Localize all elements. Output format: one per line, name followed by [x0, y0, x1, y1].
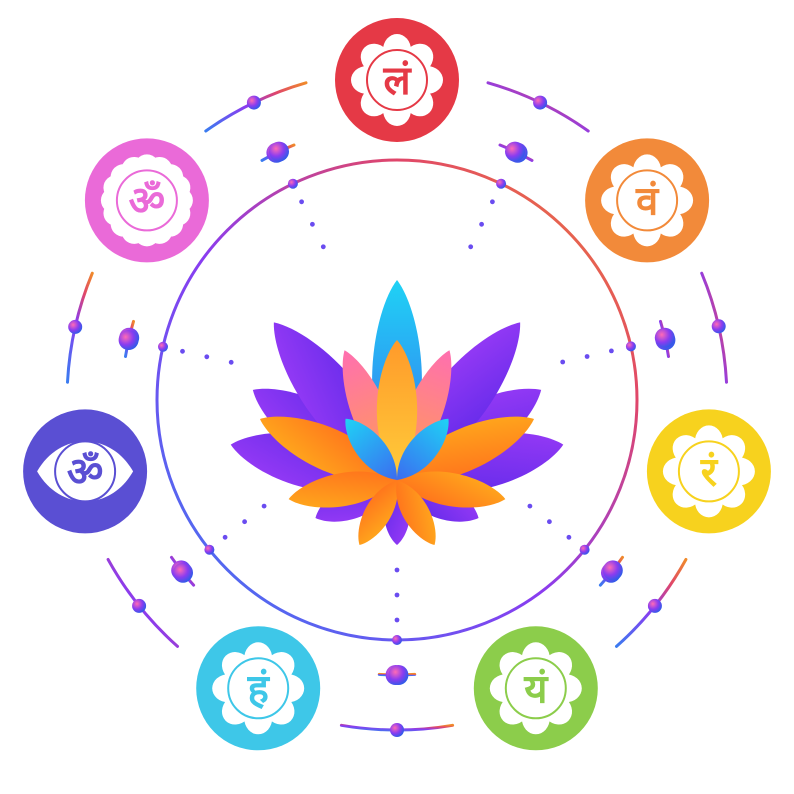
orbit-bead [392, 635, 402, 645]
chakra-inner-circle [677, 440, 740, 503]
chakra-glyph: रं [700, 449, 719, 495]
orbit-bead [173, 562, 193, 583]
chakra-sacral: वं [585, 138, 710, 263]
guide-dot [584, 354, 590, 359]
guide-dot [228, 359, 234, 365]
guide-dot [490, 199, 495, 205]
orbit-bead [496, 178, 507, 189]
chakra-root: लं [335, 18, 459, 142]
orbit-bead [68, 319, 83, 334]
orbit-bead [390, 723, 404, 737]
orbit-bead [711, 319, 726, 334]
orbit-bead [118, 330, 139, 350]
chakra-throat: हं [196, 626, 321, 751]
lotus-petal-orange [259, 416, 397, 482]
orbit-bead [533, 95, 548, 110]
orbit-bead [287, 178, 298, 189]
orbit-bead [579, 544, 590, 555]
chakra-third-eye: ॐ [23, 409, 148, 534]
orbit-bead [505, 141, 525, 162]
chakra-glyph: वं [635, 178, 660, 224]
guide-dot [547, 519, 552, 525]
guide-dot [527, 503, 533, 509]
chakra-crown: ॐ [84, 138, 209, 263]
lotus-petal-bottom [358, 480, 398, 545]
chakra-symbols: लं वं रं यं हं ॐ ॐ [23, 18, 771, 751]
orbit-bead [654, 327, 675, 348]
lotus-petal-front [396, 418, 449, 480]
chakra-heart: यं [473, 626, 598, 751]
lotus-petal-orange [288, 471, 397, 508]
guide-dot [394, 567, 400, 573]
chakra-inner-circle [616, 169, 679, 232]
lotus-flower [230, 280, 564, 545]
guide-dot [566, 534, 572, 540]
orbit-bead [625, 341, 636, 352]
guide-dot [320, 244, 326, 250]
guide-dots [180, 199, 614, 623]
guide-dot [180, 348, 185, 354]
chakra-glyph: ॐ [129, 178, 165, 224]
chakra-inner-circle [227, 657, 290, 720]
chakra-inner-circle [366, 49, 428, 111]
chakra-glyph: यं [523, 666, 549, 712]
guide-dot [394, 592, 400, 598]
guide-dot [310, 221, 315, 227]
lotus-petal-front [345, 418, 398, 480]
chakra-glyph: लं [382, 58, 412, 104]
orbit-bead [269, 141, 289, 162]
guide-dot [394, 617, 400, 623]
chakra-inner-circle [504, 657, 567, 720]
guide-dot [299, 199, 304, 205]
lotus-petal-orange [397, 471, 506, 508]
orbit-bead [132, 598, 147, 613]
chakra-glyph: ॐ [67, 449, 103, 495]
guide-dot [609, 348, 614, 354]
lotus-petal-bottom [396, 480, 436, 545]
guide-dot [242, 519, 248, 525]
orbit-bead [204, 544, 215, 555]
chakra-solar-plexus: रं [646, 409, 771, 534]
chakra-glyph: हं [247, 666, 271, 712]
orbit-bead [602, 560, 623, 581]
orbit-bead [158, 341, 168, 352]
guide-dot [479, 221, 484, 227]
chakra-inner-circle [115, 169, 178, 232]
guide-dot [222, 534, 228, 540]
guide-dot [261, 503, 267, 509]
lotus-petal-orange [397, 416, 535, 482]
guide-dot [204, 354, 210, 360]
chakra-inner-circle [54, 440, 117, 503]
guide-dot [468, 244, 474, 250]
orbit-bead [647, 598, 662, 613]
orbit-beads [68, 95, 726, 737]
orbit-bead [388, 665, 409, 685]
orbit-bead [246, 95, 261, 110]
lotus-petal-center [376, 340, 418, 480]
guide-dot [560, 359, 566, 365]
